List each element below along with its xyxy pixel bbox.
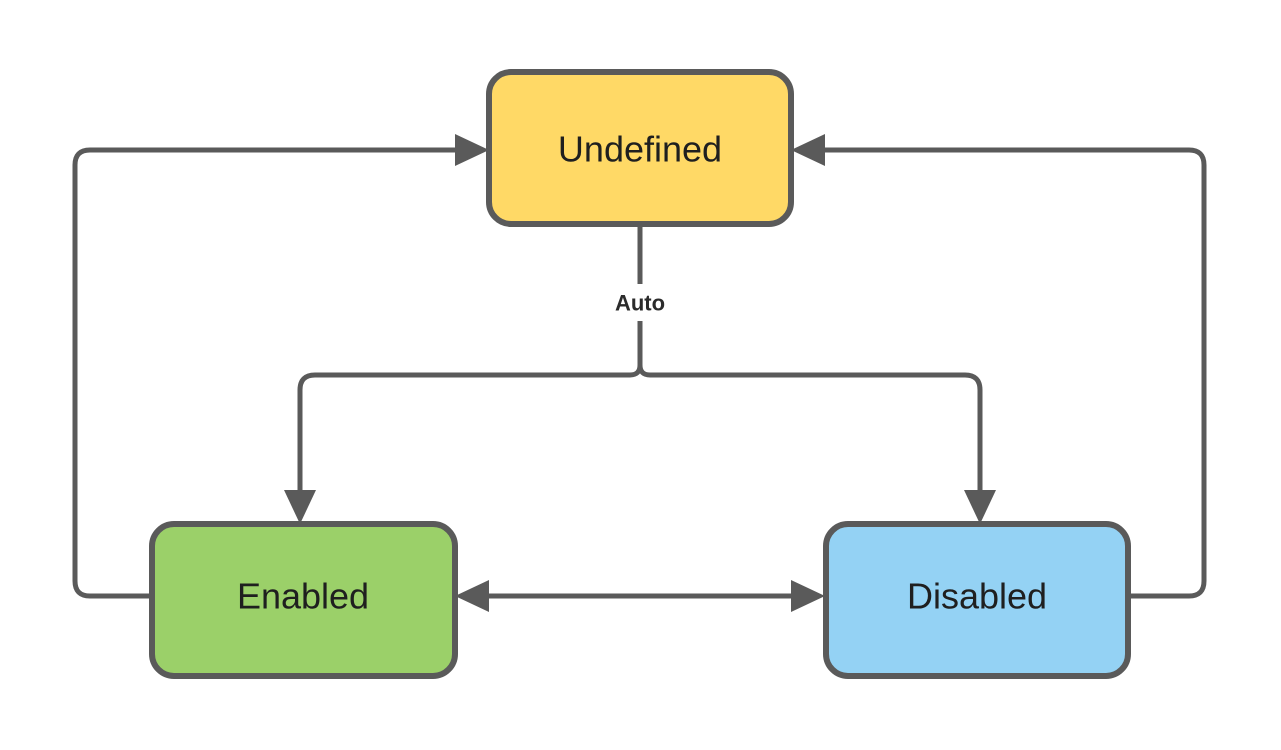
edge-undefined-to-enabled-path	[297, 372, 630, 490]
edge-disabled-to-undefined-path	[825, 147, 1207, 599]
edge-undefined-to-disabled-arrowhead	[964, 490, 996, 524]
edge-enabled-disabled-bidirectional[interactable]	[455, 580, 825, 612]
node-enabled[interactable]: Enabled	[149, 521, 458, 679]
edge-label-auto-group: Auto	[597, 284, 683, 321]
edge-label-auto-background	[597, 284, 683, 321]
edge-disabled-to-undefined-arrowhead	[791, 134, 825, 166]
edge-undefined-to-enabled[interactable]	[284, 372, 630, 524]
node-undefined[interactable]: Undefined	[486, 69, 794, 227]
edge-undefined-to-disabled-path	[650, 372, 983, 490]
edge-undefined-to-enabled-arrowhead	[284, 490, 316, 524]
node-enabled-shape	[149, 521, 458, 679]
edge-layer	[72, 134, 1207, 612]
edge-enabled-to-undefined[interactable]	[72, 134, 489, 599]
edge-undefined-split-stem-path-left	[629, 364, 643, 378]
edge-undefined-to-disabled[interactable]	[650, 372, 996, 524]
node-disabled[interactable]: Disabled	[823, 521, 1131, 679]
edge-enabled-disabled-arrowhead-left	[455, 580, 489, 612]
edge-enabled-to-undefined-arrowhead	[455, 134, 489, 166]
node-disabled-shape	[823, 521, 1131, 679]
edge-disabled-to-undefined[interactable]	[791, 134, 1207, 599]
edge-enabled-to-undefined-path	[72, 147, 455, 599]
edge-undefined-split-stem[interactable]	[629, 224, 651, 378]
edge-enabled-disabled-arrowhead-right	[791, 580, 825, 612]
node-undefined-shape	[486, 69, 794, 227]
node-layer: Undefined Enabled Disabled	[149, 69, 1131, 679]
